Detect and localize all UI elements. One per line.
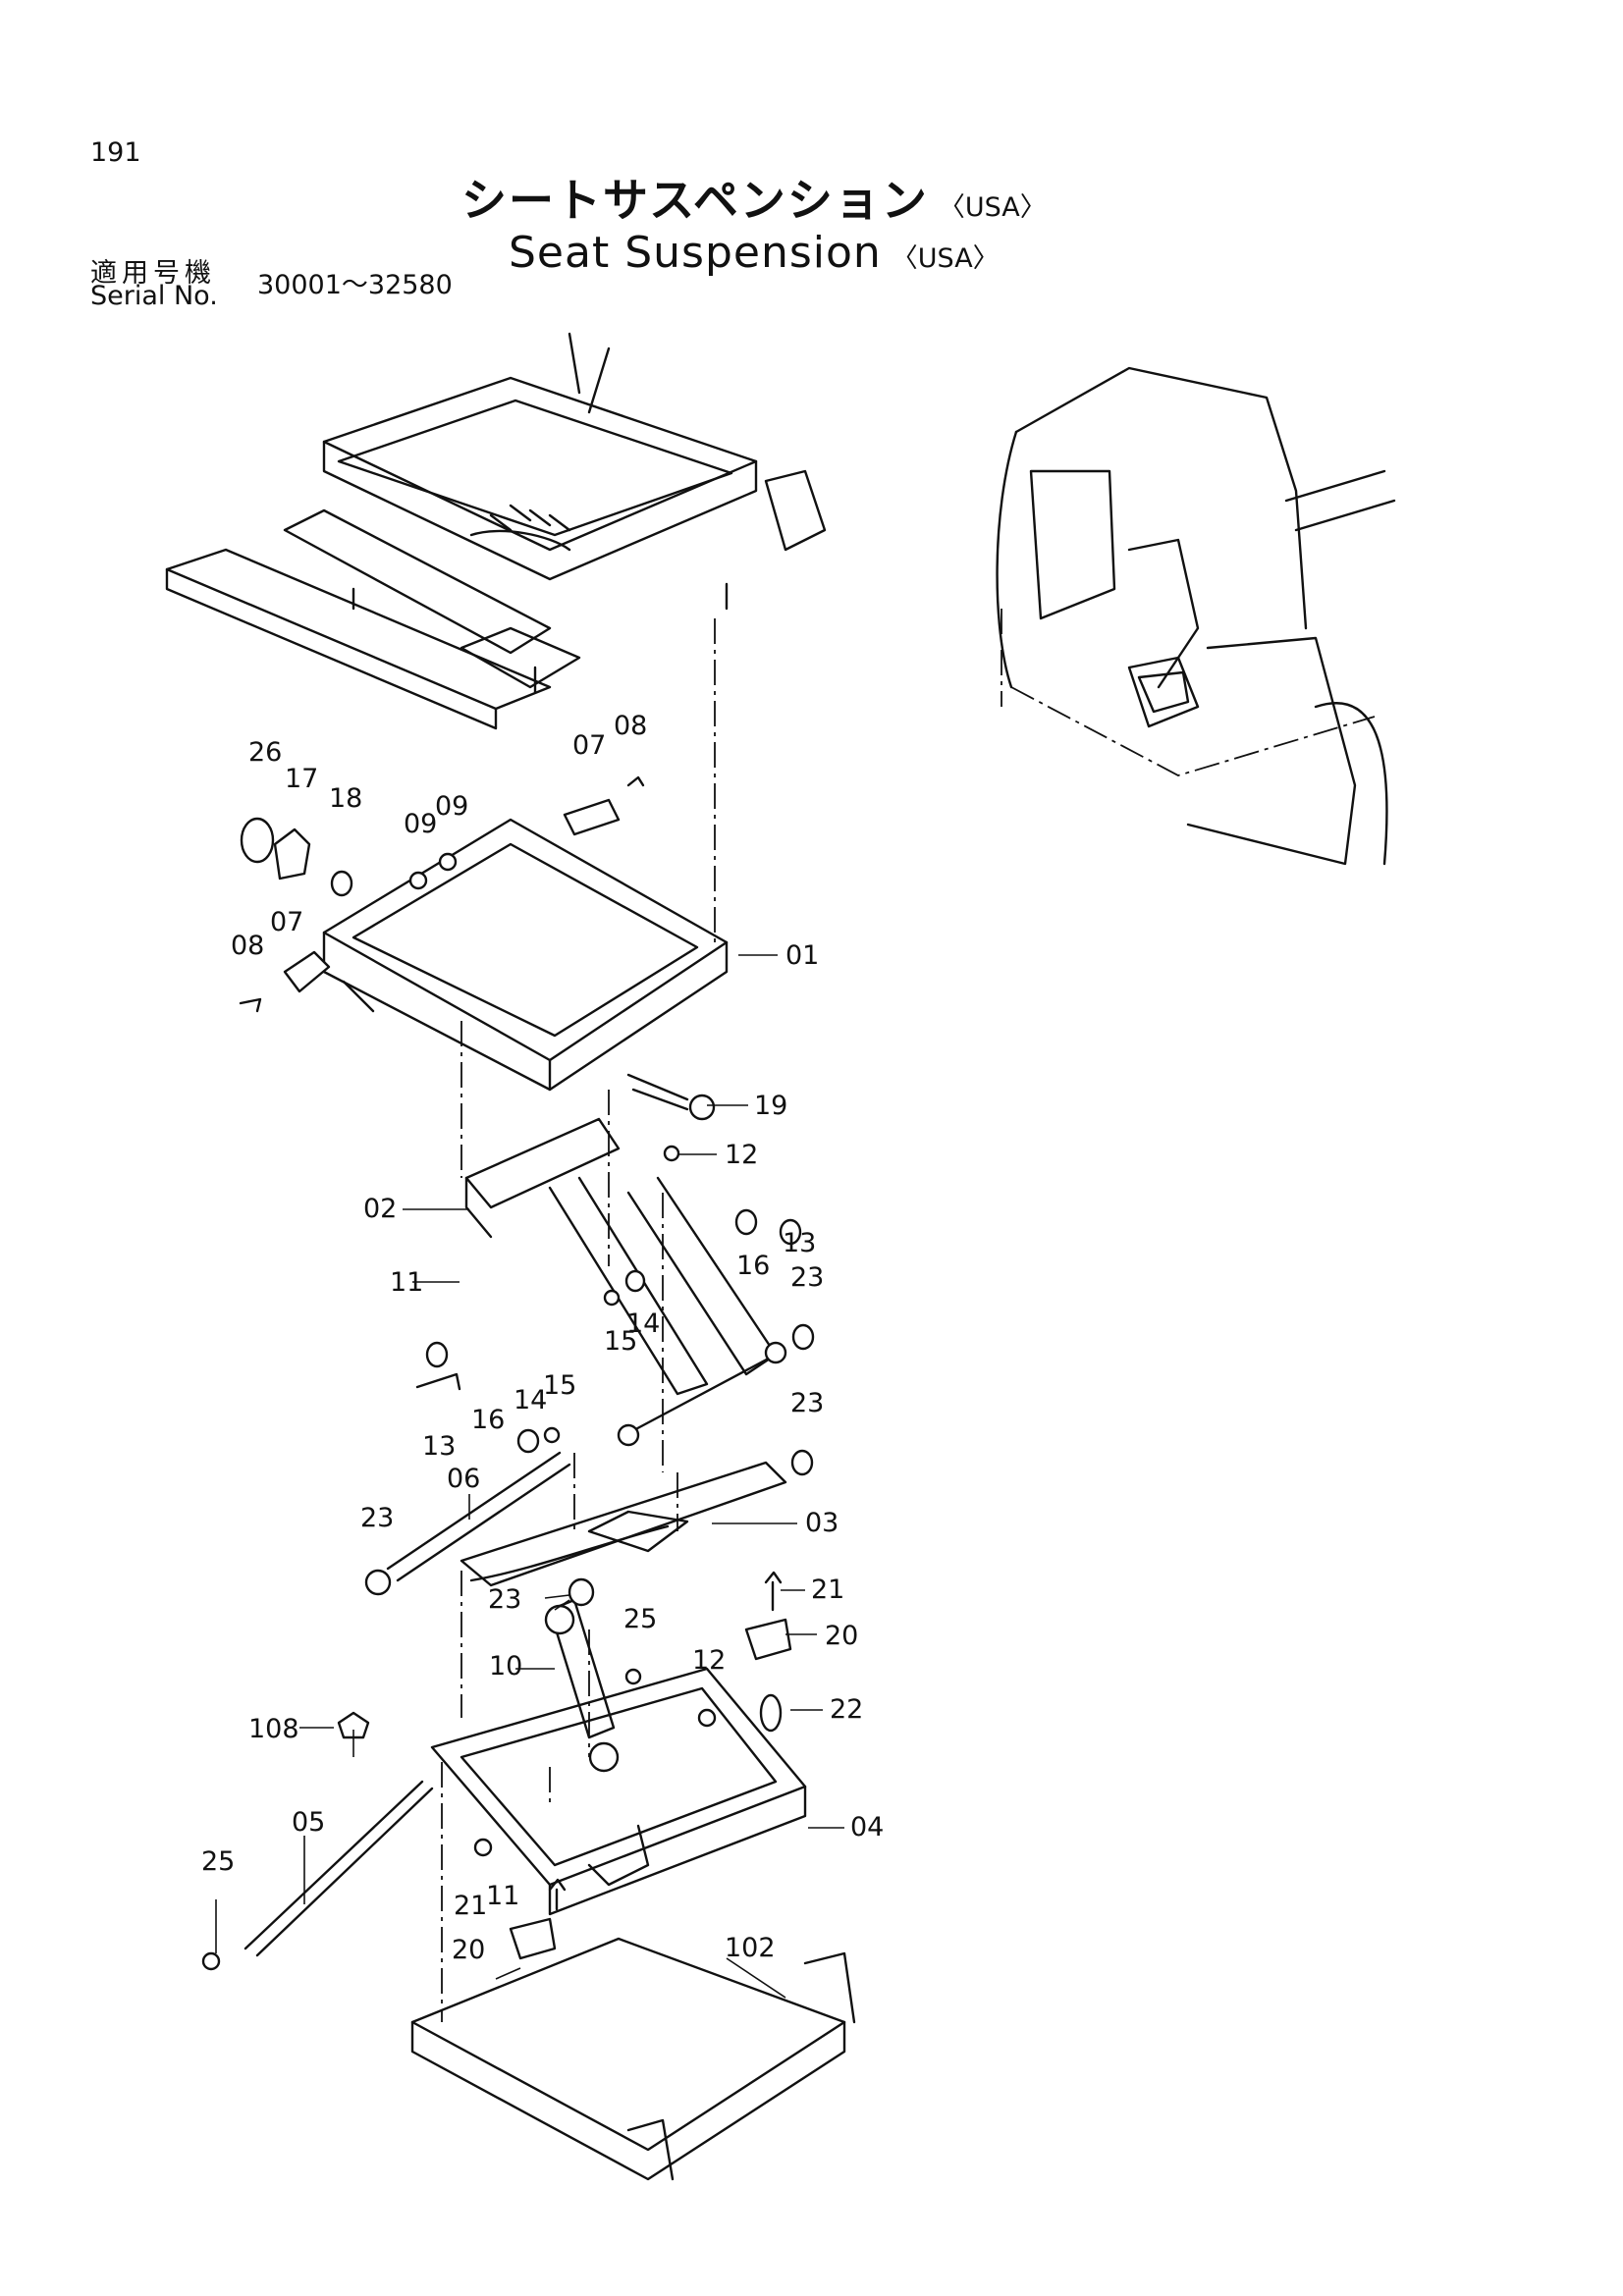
part-102-mounting-plate (410, 1937, 856, 2181)
callout-08: 08 (614, 711, 647, 741)
title-jp-text: シートサスペンション (461, 174, 929, 227)
serial-label-english: Serial No. (90, 281, 218, 311)
callout-20b: 20 (452, 1935, 485, 1965)
part-01-upper-frame (322, 818, 729, 1092)
serial-label-japanese: 適用号機 (90, 258, 216, 289)
cab-illustration (996, 366, 1396, 866)
title-en-text: Seat Suspension (509, 228, 882, 278)
callout-09b: 09 (435, 791, 468, 822)
callout-21b: 21 (454, 1891, 487, 1921)
part-19-pin (626, 1073, 716, 1121)
callout-12: 12 (725, 1140, 758, 1170)
callout-23b: 23 (790, 1388, 824, 1418)
callout-17: 17 (285, 764, 318, 794)
callout-labels: 01 02 03 04 05 06 07 07 08 08 09 09 10 1… (201, 711, 884, 1965)
callout-15: 15 (604, 1326, 637, 1357)
callout-05: 05 (292, 1807, 325, 1838)
leader-lines (215, 954, 844, 1999)
callout-21: 21 (811, 1575, 844, 1605)
callout-102: 102 (725, 1933, 776, 1963)
callout-03: 03 (805, 1508, 839, 1538)
seat-frame-assembly (165, 332, 827, 730)
callout-09: 09 (404, 809, 437, 839)
callout-11: 11 (390, 1267, 423, 1298)
callout-16b: 16 (471, 1405, 505, 1435)
callout-04: 04 (850, 1812, 884, 1842)
callout-18: 18 (329, 783, 362, 814)
callout-20: 20 (825, 1621, 858, 1651)
callout-12b: 12 (692, 1645, 726, 1676)
title-en-region: 〈USA〉 (891, 243, 1000, 274)
callout-11b: 11 (486, 1881, 519, 1911)
callout-01: 01 (785, 940, 819, 971)
part-05-long-shaft (201, 1780, 434, 1971)
callout-15b: 15 (543, 1370, 576, 1401)
callout-08b: 08 (231, 931, 264, 961)
callout-19: 19 (754, 1091, 787, 1121)
part-03-scissor-lower (460, 1461, 787, 1587)
callout-07b: 07 (270, 907, 303, 937)
callout-25b: 25 (201, 1846, 235, 1877)
serial-range: 30001～32580 (257, 270, 453, 300)
small-hardware (239, 775, 815, 1960)
part-04-base-frame (430, 1667, 807, 1916)
title-jp-region: 〈USA〉 (938, 192, 1047, 223)
page-number: 191 (90, 137, 141, 168)
callout-06: 06 (447, 1464, 480, 1494)
callout-23d: 23 (488, 1584, 521, 1615)
callout-23c: 23 (360, 1503, 394, 1533)
callout-13: 13 (783, 1228, 816, 1258)
callout-14b: 14 (514, 1385, 547, 1415)
callout-13b: 13 (422, 1431, 456, 1462)
callout-14: 14 (626, 1308, 660, 1339)
callout-26: 26 (248, 737, 282, 768)
callout-16: 16 (736, 1251, 770, 1281)
callout-108: 108 (248, 1714, 299, 1744)
callout-02: 02 (363, 1194, 397, 1224)
page-title-japanese: シートサスペンション〈USA〉 (461, 165, 1047, 230)
part-10-shock-absorber (544, 1598, 620, 1773)
callout-07: 07 (572, 730, 606, 761)
alignment-lines (441, 618, 716, 2022)
callout-25: 25 (623, 1604, 657, 1634)
page-title-english: Seat Suspension 〈USA〉 (509, 228, 1000, 278)
part-06-shaft (364, 1451, 571, 1596)
callout-10: 10 (489, 1651, 522, 1682)
callout-22: 22 (830, 1694, 863, 1725)
callout-23: 23 (790, 1262, 824, 1293)
